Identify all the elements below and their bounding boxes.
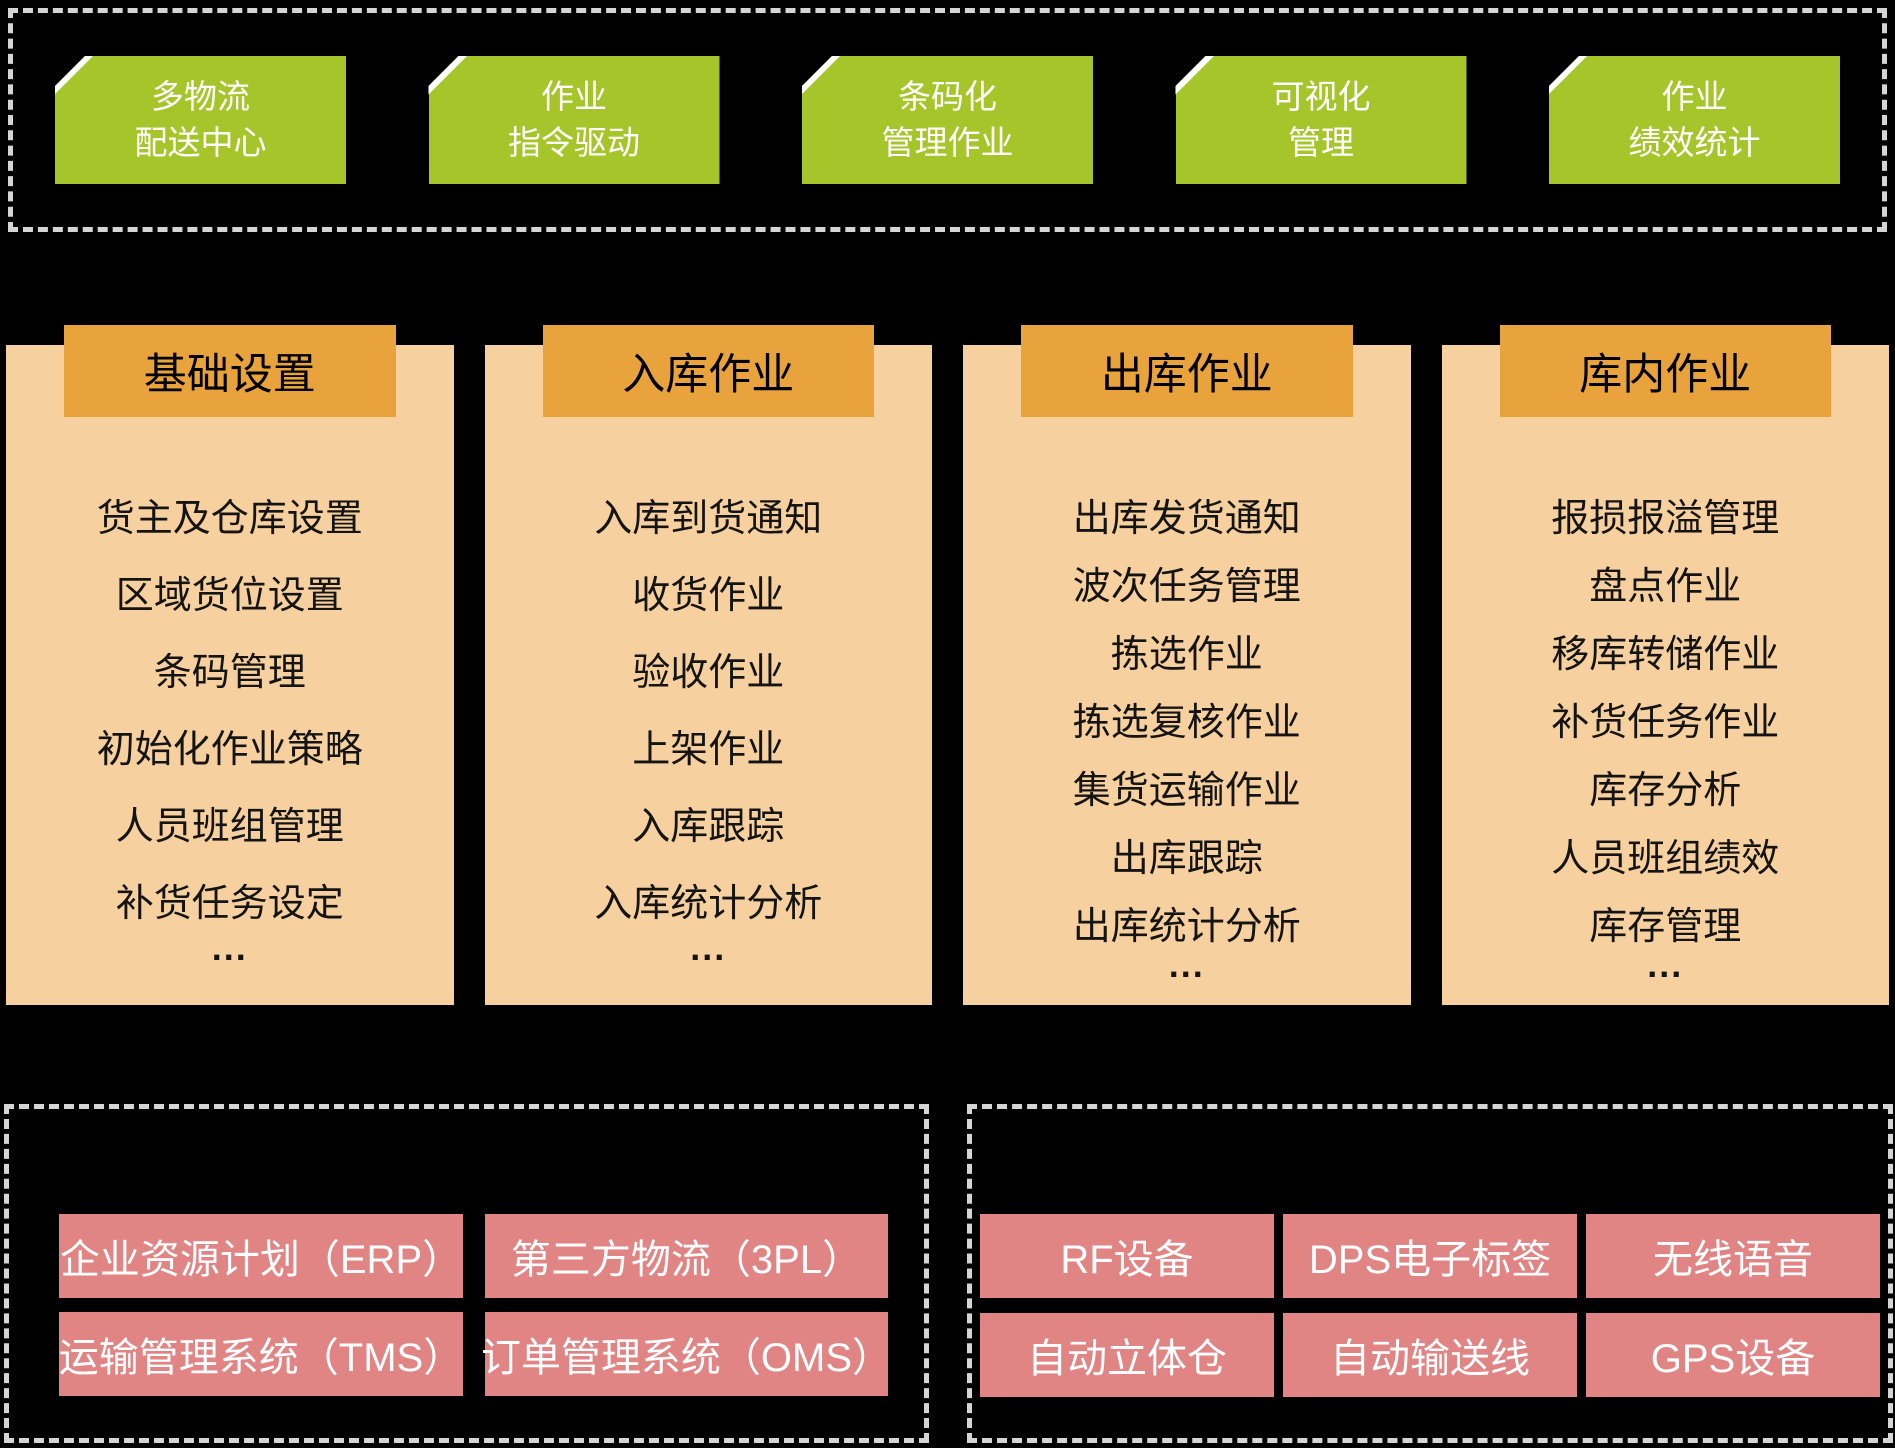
module-item: 上架作业 — [632, 729, 785, 771]
more-items-ellipsis: ... — [1168, 944, 1205, 985]
feature-tag-line2: 管理 — [1288, 124, 1354, 161]
module-item: 人员班组管理 — [115, 806, 344, 848]
feature-tag-line1: 作业 — [1661, 77, 1728, 115]
external-system-tag: 订单管理系统（OMS） — [481, 1312, 892, 1396]
feature-strip: 多物流 配送中心 作业 指令驱动 条码化 管理作业 可视化 管理 作业 绩效统计 — [8, 8, 1887, 232]
module-item-list: 出库发货通知波次任务管理拣选作业拣选复核作业集货运输作业出库跟踪出库统计分析 — [963, 345, 1411, 951]
equipment-tag: 无线语音 — [1586, 1214, 1880, 1298]
module-item: 验收作业 — [632, 652, 785, 694]
module-item: 入库统计分析 — [594, 883, 823, 925]
more-items-ellipsis: ... — [690, 927, 727, 968]
feature-tag-line2: 指令驱动 — [508, 124, 640, 161]
panel-body: 报损报溢管理盘点作业移库转储作业补货任务作业库存分析人员班组绩效库存管理 ... — [1441, 345, 1890, 1005]
panel-title: 库内作业 — [1499, 325, 1831, 417]
panel-body: 货主及仓库设置区域货位设置条码管理初始化作业策略人员班组管理补货任务设定 ... — [6, 345, 454, 1005]
equipment-tag: GPS设备 — [1586, 1313, 1880, 1397]
module-item: 条码管理 — [153, 652, 306, 694]
module-columns: 货主及仓库设置区域货位设置条码管理初始化作业策略人员班组管理补货任务设定 ...… — [6, 325, 1889, 1005]
external-system-tag: 企业资源计划（ERP） — [59, 1214, 463, 1298]
feature-tag-line2: 绩效统计 — [1628, 124, 1761, 161]
module-item: 波次任务管理 — [1072, 566, 1301, 608]
module-item: 拣选作业 — [1110, 634, 1263, 676]
module-item: 库存管理 — [1589, 906, 1742, 948]
panel-title: 入库作业 — [542, 325, 874, 417]
feature-tag-line1: 多物流 — [151, 77, 250, 115]
module-item: 初始化作业策略 — [96, 729, 363, 771]
module-item: 库存分析 — [1589, 770, 1742, 812]
module-item: 人员班组绩效 — [1551, 838, 1780, 880]
module-item: 补货任务设定 — [115, 883, 344, 925]
more-items-ellipsis: ... — [1647, 944, 1684, 985]
external-systems-box: 企业资源计划（ERP） 第三方物流（3PL） 运输管理系统（TMS） 订单管理系… — [4, 1104, 929, 1443]
equipment-box: RF设备 DPS电子标签 无线语音 自动立体仓 自动输送线 GPS设备 — [967, 1104, 1893, 1443]
module-item: 出库跟踪 — [1110, 838, 1263, 880]
module-item-list: 货主及仓库设置区域货位设置条码管理初始化作业策略人员班组管理补货任务设定 — [6, 345, 454, 928]
external-system-tag: 运输管理系统（TMS） — [59, 1312, 463, 1396]
feature-tag-line2: 管理作业 — [881, 124, 1014, 161]
module-item: 入库到货通知 — [594, 498, 823, 540]
panel-inbound-operations: 入库到货通知收货作业验收作业上架作业入库跟踪入库统计分析 ... 入库作业 — [484, 325, 933, 1005]
more-items-ellipsis: ... — [211, 927, 248, 968]
feature-tag: 作业 指令驱动 — [428, 56, 720, 184]
module-item: 报损报溢管理 — [1551, 498, 1780, 540]
module-item: 移库转储作业 — [1551, 634, 1780, 676]
panel-inwarehouse-operations: 报损报溢管理盘点作业移库转储作业补货任务作业库存分析人员班组绩效库存管理 ...… — [1441, 325, 1890, 1005]
module-item: 出库统计分析 — [1072, 906, 1301, 948]
panel-title: 出库作业 — [1021, 325, 1353, 417]
equipment-tag: 自动立体仓 — [980, 1313, 1274, 1397]
module-item: 区域货位设置 — [115, 575, 344, 617]
external-systems-grid: 企业资源计划（ERP） 第三方物流（3PL） 运输管理系统（TMS） 订单管理系… — [59, 1214, 892, 1396]
module-item: 盘点作业 — [1589, 566, 1742, 608]
feature-tag: 条码化 管理作业 — [802, 56, 1093, 184]
feature-tag-line1: 可视化 — [1271, 77, 1371, 115]
feature-tag: 多物流 配送中心 — [55, 56, 346, 184]
feature-tag-line2: 配送中心 — [134, 124, 267, 161]
panel-basic-settings: 货主及仓库设置区域货位设置条码管理初始化作业策略人员班组管理补货任务设定 ...… — [6, 325, 454, 1005]
module-item-list: 报损报溢管理盘点作业移库转储作业补货任务作业库存分析人员班组绩效库存管理 — [1442, 345, 1890, 951]
panel-outbound-operations: 出库发货通知波次任务管理拣选作业拣选复核作业集货运输作业出库跟踪出库统计分析 .… — [963, 325, 1411, 1005]
module-item: 拣选复核作业 — [1072, 702, 1301, 744]
panel-body: 入库到货通知收货作业验收作业上架作业入库跟踪入库统计分析 ... — [484, 345, 933, 1005]
equipment-grid: RF设备 DPS电子标签 无线语音 自动立体仓 自动输送线 GPS设备 — [980, 1214, 1880, 1397]
feature-tag: 可视化 管理 — [1175, 56, 1467, 184]
module-item: 补货任务作业 — [1551, 702, 1780, 744]
panel-body: 出库发货通知波次任务管理拣选作业拣选复核作业集货运输作业出库跟踪出库统计分析 .… — [963, 345, 1411, 1005]
equipment-tag: 自动输送线 — [1283, 1313, 1577, 1397]
module-item: 出库发货通知 — [1072, 498, 1301, 540]
feature-tag: 作业 绩效统计 — [1549, 56, 1840, 184]
module-item-list: 入库到货通知收货作业验收作业上架作业入库跟踪入库统计分析 — [485, 345, 933, 928]
equipment-tag: DPS电子标签 — [1283, 1214, 1577, 1298]
module-item: 入库跟踪 — [632, 806, 785, 848]
module-item: 收货作业 — [632, 575, 785, 617]
module-item: 货主及仓库设置 — [96, 498, 363, 540]
external-system-tag: 第三方物流（3PL） — [485, 1214, 888, 1298]
feature-tag-line1: 作业 — [541, 77, 607, 115]
equipment-tag: RF设备 — [980, 1214, 1274, 1298]
panel-title: 基础设置 — [64, 325, 396, 417]
module-item: 集货运输作业 — [1072, 770, 1301, 812]
feature-tag-line1: 条码化 — [898, 77, 997, 115]
